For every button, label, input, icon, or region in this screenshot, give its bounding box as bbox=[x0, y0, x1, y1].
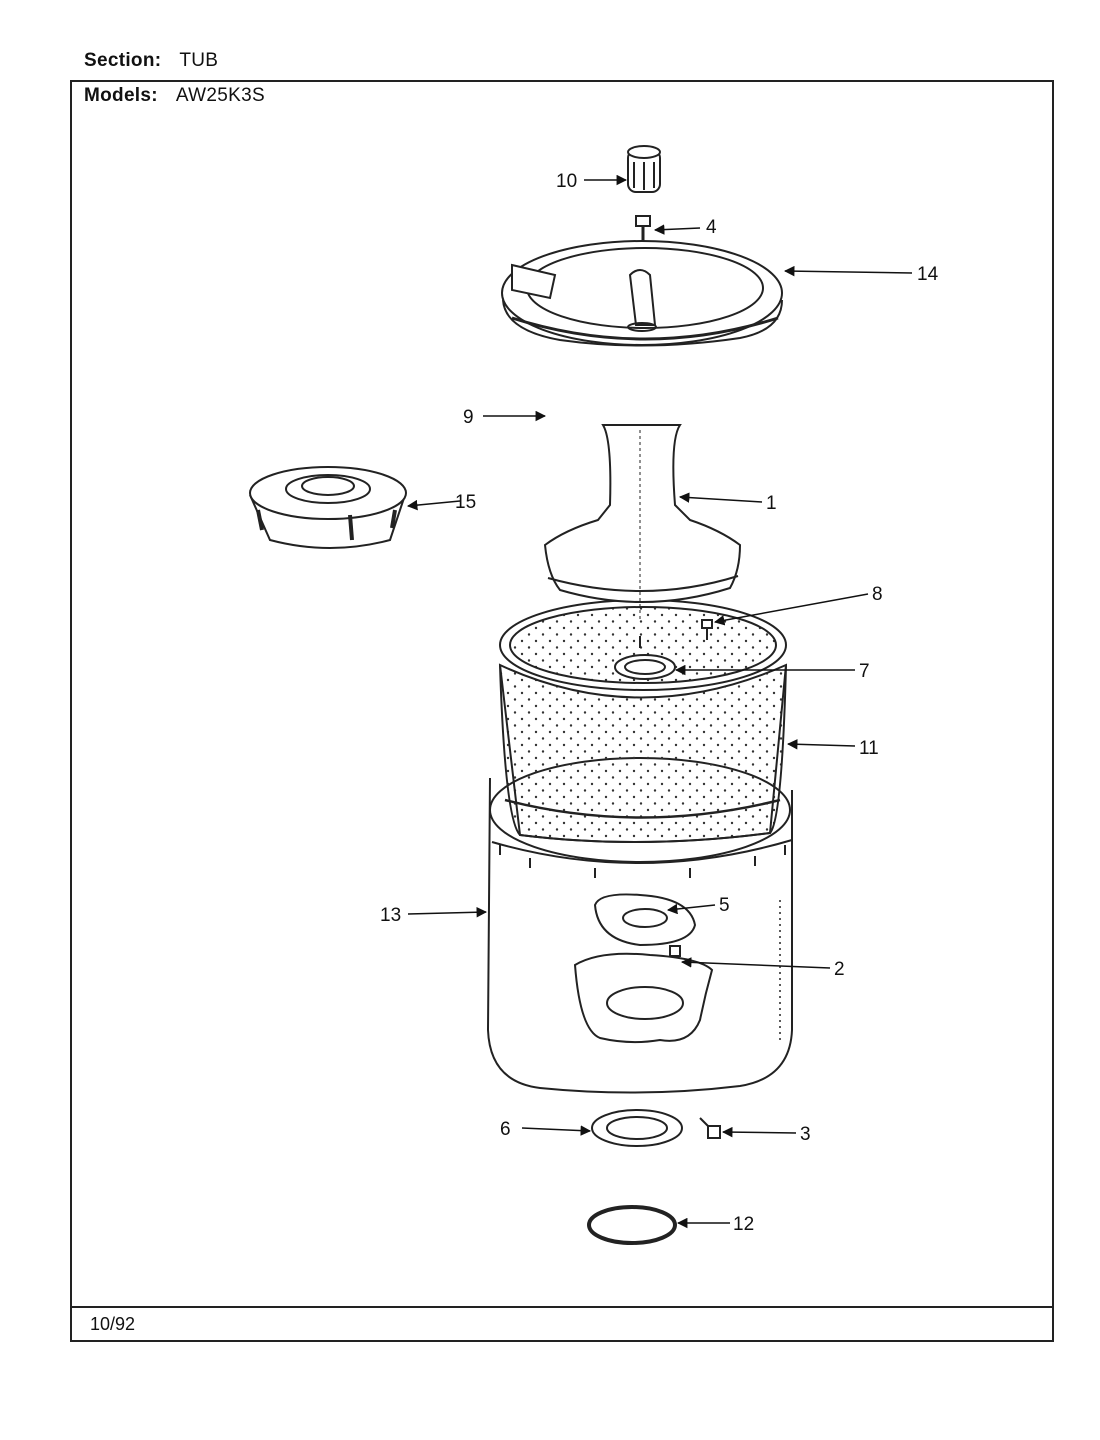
leader-lines bbox=[406, 174, 913, 1229]
balance-cap-part bbox=[249, 466, 407, 549]
callout-7: 7 bbox=[859, 661, 870, 682]
callout-4: 4 bbox=[706, 217, 717, 238]
screw-part-3 bbox=[699, 1117, 721, 1139]
tub-ring-part bbox=[501, 240, 783, 347]
callout-3: 3 bbox=[800, 1124, 811, 1145]
screw-part-8 bbox=[701, 619, 713, 640]
footer-divider bbox=[70, 1306, 1054, 1308]
callout-14: 14 bbox=[917, 264, 939, 285]
section-heading: Section: TUB bbox=[84, 50, 218, 72]
spin-basket-part bbox=[498, 599, 788, 843]
callout-5: 5 bbox=[719, 895, 730, 916]
callout-15: 15 bbox=[455, 492, 476, 513]
callout-2: 2 bbox=[834, 959, 845, 980]
ring-seal-part bbox=[511, 316, 779, 341]
footer-date: 10/92 bbox=[90, 1314, 136, 1334]
callout-9: 9 bbox=[463, 407, 474, 428]
models-label: Models: bbox=[84, 85, 158, 106]
callout-12: 12 bbox=[733, 1214, 754, 1235]
callout-10: 10 bbox=[556, 171, 577, 192]
mounting-flange-part bbox=[591, 1109, 683, 1147]
callout-labels: 10 4 14 9 1 15 8 7 11 13 5 2 6 3 12 bbox=[380, 171, 939, 1235]
callout-8: 8 bbox=[872, 584, 883, 605]
diagram-frame bbox=[70, 80, 1054, 1342]
agitator-cap-part bbox=[627, 145, 661, 193]
callout-13: 13 bbox=[380, 905, 401, 926]
section-label: Section: bbox=[84, 50, 162, 71]
bolt-part-4 bbox=[635, 215, 651, 242]
gasket-ring-part bbox=[587, 1205, 677, 1245]
models-value: AW25K3S bbox=[175, 85, 265, 106]
models-heading: Models: AW25K3S bbox=[84, 85, 265, 107]
callout-1: 1 bbox=[766, 493, 777, 514]
drain-bracket-part bbox=[573, 945, 714, 1044]
callout-11: 11 bbox=[859, 738, 879, 759]
section-value: TUB bbox=[179, 50, 219, 71]
callout-6: 6 bbox=[500, 1119, 511, 1140]
agitator-part bbox=[543, 424, 742, 620]
